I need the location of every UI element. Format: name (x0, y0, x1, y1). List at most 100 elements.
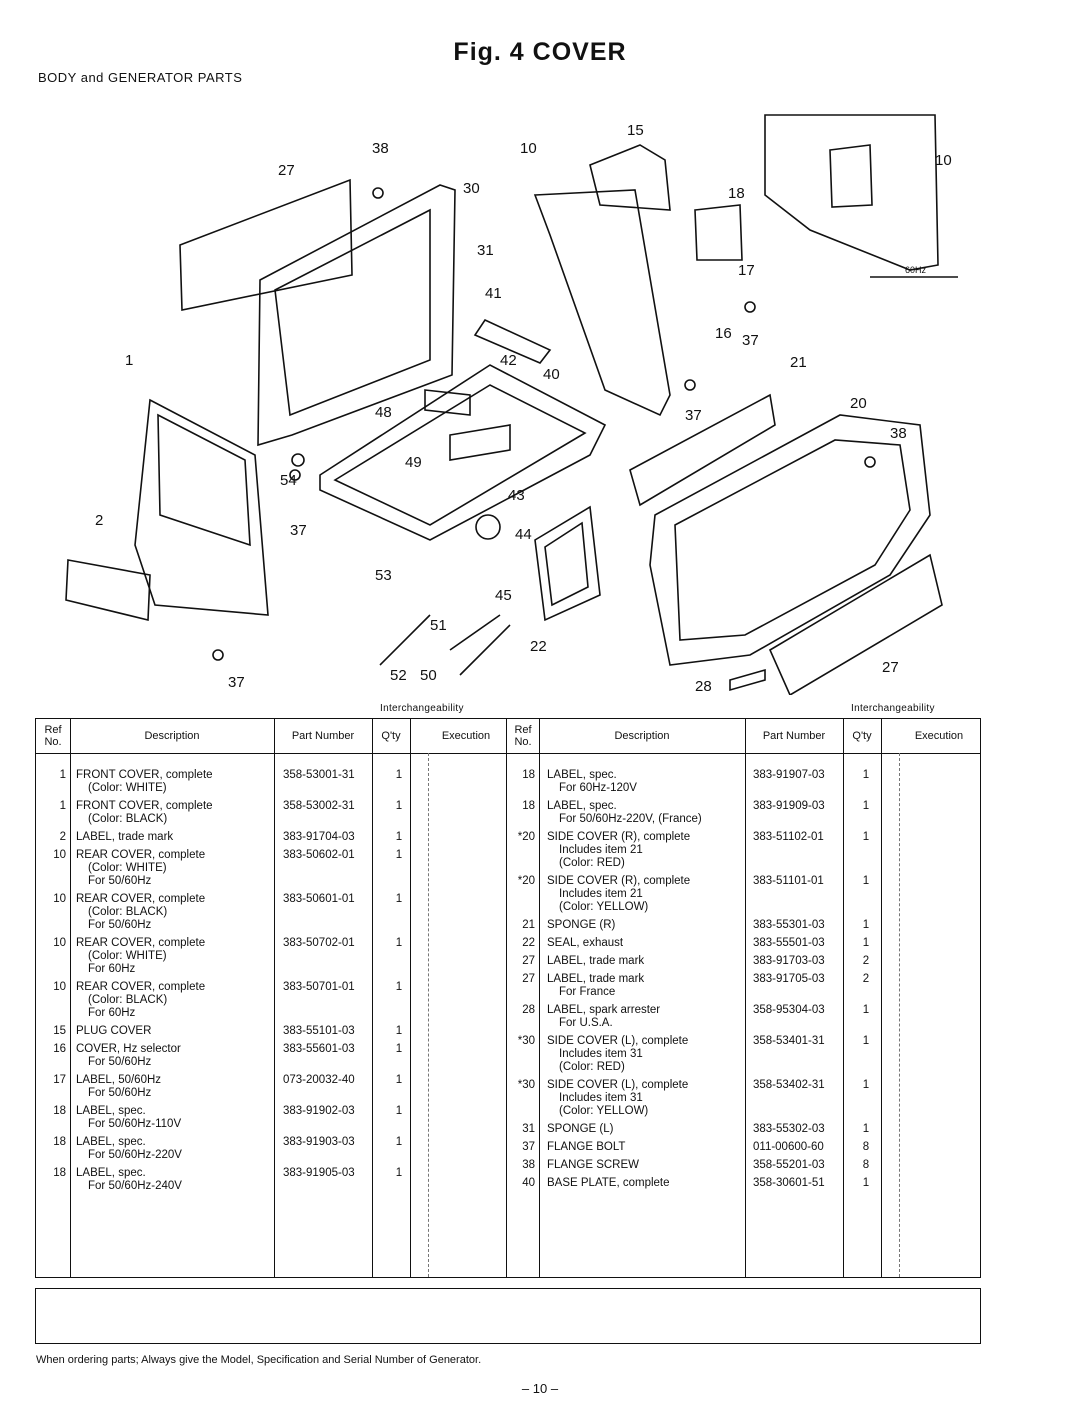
row-part-number: 383-91704-03 (283, 831, 355, 843)
row-note: (Color: WHITE) (88, 950, 167, 962)
row-qty: 1 (395, 849, 403, 861)
svg-text:2: 2 (95, 512, 103, 529)
row-part-number: 358-30601-51 (753, 1177, 825, 1189)
row-description: SEAL, exhaust (547, 937, 624, 949)
row-qty: 1 (395, 937, 403, 949)
row-ref-no: *30 (517, 1035, 535, 1047)
row-part-number: 358-95304-03 (753, 1004, 825, 1016)
row-part-number: 383-50702-01 (283, 937, 355, 949)
row-part-number: 358-53401-31 (753, 1035, 825, 1047)
row-description: REAR COVER, complete(Color: WHITE)For 50… (76, 849, 276, 888)
svg-text:10: 10 (520, 140, 537, 157)
row-qty: 1 (395, 1136, 403, 1148)
row-qty: 1 (862, 937, 870, 949)
row-qty: 1 (862, 831, 870, 843)
row-part-number: 383-55501-03 (753, 937, 825, 949)
page-number: – 10 – (521, 1381, 559, 1396)
row-qty: 1 (862, 919, 870, 931)
row-description: LABEL, spec.For 60Hz-120V (547, 769, 747, 795)
inset-rear-view (764, 114, 939, 271)
row-part-number: 383-51102-01 (753, 831, 824, 843)
label-2 (65, 559, 151, 622)
header-qty: Q'ty (381, 730, 401, 742)
row-part-number: 383-51101-01 (753, 875, 824, 887)
row-description: LABEL, spec.For 50/60Hz-220V (76, 1136, 276, 1162)
row-ref-no: 27 (522, 973, 535, 985)
side-cover-right (649, 414, 931, 666)
svg-text:48: 48 (375, 404, 392, 421)
row-ref-no: 10 (53, 849, 66, 861)
row-ref-no: 18 (53, 1105, 66, 1117)
row-qty: 1 (862, 800, 870, 812)
row-description: REAR COVER, complete(Color: BLACK)For 50… (76, 893, 276, 932)
row-qty: 2 (862, 973, 870, 985)
svg-text:44: 44 (515, 526, 532, 543)
interchangeability-label-right: Interchangeability (851, 703, 935, 714)
exploded-parts-diagram: 1 2 27 38 30 31 41 42 40 48 49 54 37 43 … (65, 114, 958, 695)
row-note: (Color: BLACK) (88, 906, 168, 918)
svg-text:49: 49 (405, 454, 422, 471)
svg-text:43: 43 (508, 487, 525, 504)
row-note: For 60Hz (88, 963, 136, 975)
svg-text:37: 37 (685, 407, 702, 424)
notes-box (35, 1288, 981, 1344)
row-part-number: 383-91903-03 (283, 1136, 355, 1148)
row-qty: 1 (862, 1004, 870, 1016)
header-part-number: Part Number (291, 730, 355, 742)
row-note: For 50/60Hz-240V (88, 1180, 182, 1192)
row-note: For 50/60Hz-110V (88, 1118, 182, 1130)
row-note: For 60Hz (88, 1007, 136, 1019)
header-description: Description (144, 730, 200, 742)
row-part-number: 383-91902-03 (283, 1105, 355, 1117)
row-ref-no: 37 (522, 1141, 535, 1153)
label-27-left (179, 178, 353, 311)
page-title: Fig. 4 COVER (453, 38, 627, 66)
label-18 (694, 204, 743, 261)
row-part-number: 383-55302-03 (753, 1123, 825, 1135)
parts-table-right: Ref No. Description Part Number Q'ty Exe… (506, 719, 980, 1277)
row-note: (Color: RED) (559, 1061, 625, 1073)
row-description: SPONGE (R) (547, 919, 616, 931)
row-ref-no: 1 (59, 769, 66, 781)
header-description: Description (614, 730, 670, 742)
row-description: REAR COVER, complete(Color: BLACK)For 60… (76, 981, 276, 1020)
bracket-41 (473, 318, 552, 364)
row-ref-no: *30 (517, 1079, 535, 1091)
svg-text:38: 38 (372, 140, 389, 157)
row-qty: 1 (862, 1177, 870, 1189)
row-qty: 1 (862, 875, 870, 887)
row-ref-no: 2 (59, 831, 66, 843)
svg-text:15: 15 (627, 122, 644, 139)
row-description: LABEL, spec.For 50/60Hz-240V (76, 1167, 276, 1193)
svg-text:27: 27 (278, 162, 295, 179)
row-description: FLANGE SCREW (547, 1159, 640, 1171)
row-qty: 1 (395, 1074, 403, 1086)
row-part-number: 358-53402-31 (753, 1079, 825, 1091)
row-note: For 60Hz-120V (559, 782, 637, 794)
row-qty: 1 (862, 769, 870, 781)
table-header-left: Ref No. Description Part Number Q'ty Exe… (36, 719, 506, 754)
header-ref-no: Ref No. (44, 724, 62, 748)
flange-screw-38 (372, 187, 384, 199)
row-qty: 1 (395, 1043, 403, 1055)
row-ref-no: 10 (53, 981, 66, 993)
svg-text:18: 18 (728, 185, 745, 202)
svg-text:54: 54 (280, 472, 297, 489)
svg-text:21: 21 (790, 354, 807, 371)
row-qty: 1 (395, 981, 403, 993)
row-ref-no: 16 (53, 1043, 66, 1055)
row-qty: 1 (862, 1123, 870, 1135)
row-qty: 1 (395, 1025, 403, 1037)
row-ref-no: 40 (522, 1177, 535, 1189)
row-qty: 1 (395, 800, 403, 812)
row-qty: 1 (862, 1079, 870, 1091)
